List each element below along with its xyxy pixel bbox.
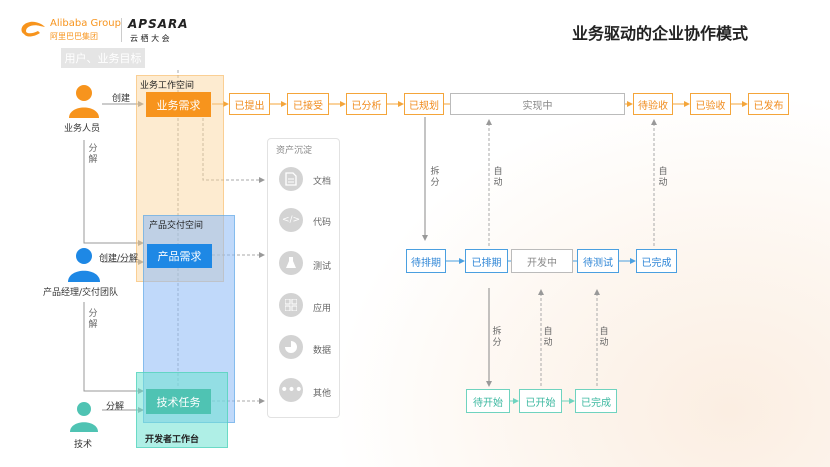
product-person-icon (68, 248, 100, 282)
asset-label-test: 测试 (313, 262, 332, 272)
grid-icon (279, 293, 303, 317)
status-pending-acceptance[interactable]: 待验收 (633, 93, 673, 115)
status-to-test[interactable]: 待测试 (577, 249, 619, 273)
role-business: 业务人员 (64, 124, 101, 134)
edge-decompose-a: 分解 (88, 144, 98, 165)
code-icon: </> (279, 208, 303, 232)
dev-space-label: 开发者工作台 (145, 435, 200, 445)
edge-split-b: 拆分 (492, 327, 502, 348)
slide-title: 业务驱动的企业协作模式 (572, 24, 749, 43)
edge-auto-c: 自动 (543, 327, 553, 348)
top-goal-label: 用户、业务目标 (61, 48, 145, 68)
business-space-label: 业务工作空间 (140, 81, 195, 91)
document-icon (279, 167, 303, 191)
edge-create: 创建 (112, 94, 131, 104)
tech-task-button[interactable]: 技术任务 (146, 389, 211, 414)
apsara-logo: APSARA 云 栖 大 会 (128, 17, 198, 45)
edge-split-a: 拆分 (430, 167, 440, 188)
status-done[interactable]: 已完成 (575, 389, 617, 413)
edge-decompose-b: 分解 (88, 309, 98, 330)
more-icon: ••• (279, 378, 303, 402)
status-accepted-final[interactable]: 已验收 (690, 93, 731, 115)
tech-person-icon (70, 402, 98, 432)
asset-label-other: 其他 (313, 389, 332, 399)
status-released[interactable]: 已发布 (748, 93, 789, 115)
product-space-label: 产品交付空间 (149, 221, 204, 231)
alibaba-logo-en: Alibaba Group (50, 18, 121, 29)
edge-auto-b: 自动 (658, 167, 668, 188)
asset-label-doc: 文档 (313, 177, 332, 187)
role-product: 产品经理/交付团队 (43, 288, 119, 298)
edge-auto-a: 自动 (493, 167, 503, 188)
status-to-schedule[interactable]: 待排期 (406, 249, 446, 273)
business-person-icon (69, 85, 99, 118)
alibaba-logo-icon (21, 21, 45, 37)
alibaba-logo-cn: 阿里巴巴集团 (50, 32, 98, 41)
status-started[interactable]: 已开始 (519, 389, 562, 413)
edge-create-decompose: 创建/分解 (99, 254, 139, 264)
assets-panel (267, 138, 340, 418)
apsara-logo-en: APSARA (128, 17, 189, 31)
edge-auto-d: 自动 (599, 327, 609, 348)
status-to-start[interactable]: 待开始 (466, 389, 510, 413)
status-analyzed[interactable]: 已分析 (346, 93, 387, 115)
logo-divider (121, 18, 122, 42)
product-need-button[interactable]: 产品需求 (147, 244, 212, 268)
status-scheduled[interactable]: 已排期 (465, 249, 508, 273)
business-need-button[interactable]: 业务需求 (146, 92, 211, 117)
status-planned[interactable]: 已规划 (404, 93, 444, 115)
alibaba-logo: Alibaba Group 阿里巴巴集团 (18, 18, 121, 44)
asset-label-code: 代码 (313, 218, 332, 228)
status-proposed[interactable]: 已提出 (229, 93, 270, 115)
role-tech: 技术 (74, 440, 93, 450)
asset-label-app: 应用 (313, 304, 332, 314)
flask-icon (279, 251, 303, 275)
apsara-logo-cn: 云 栖 大 会 (130, 34, 170, 43)
status-developing[interactable]: 开发中 (511, 249, 573, 273)
edge-decompose-c: 分解 (106, 402, 125, 412)
status-accepted[interactable]: 已接受 (287, 93, 329, 115)
pie-icon (279, 335, 303, 359)
assets-title: 资产沉淀 (276, 146, 313, 156)
status-completed[interactable]: 已完成 (636, 249, 677, 273)
asset-label-data: 数据 (313, 346, 332, 356)
status-implementing[interactable]: 实现中 (450, 93, 625, 115)
